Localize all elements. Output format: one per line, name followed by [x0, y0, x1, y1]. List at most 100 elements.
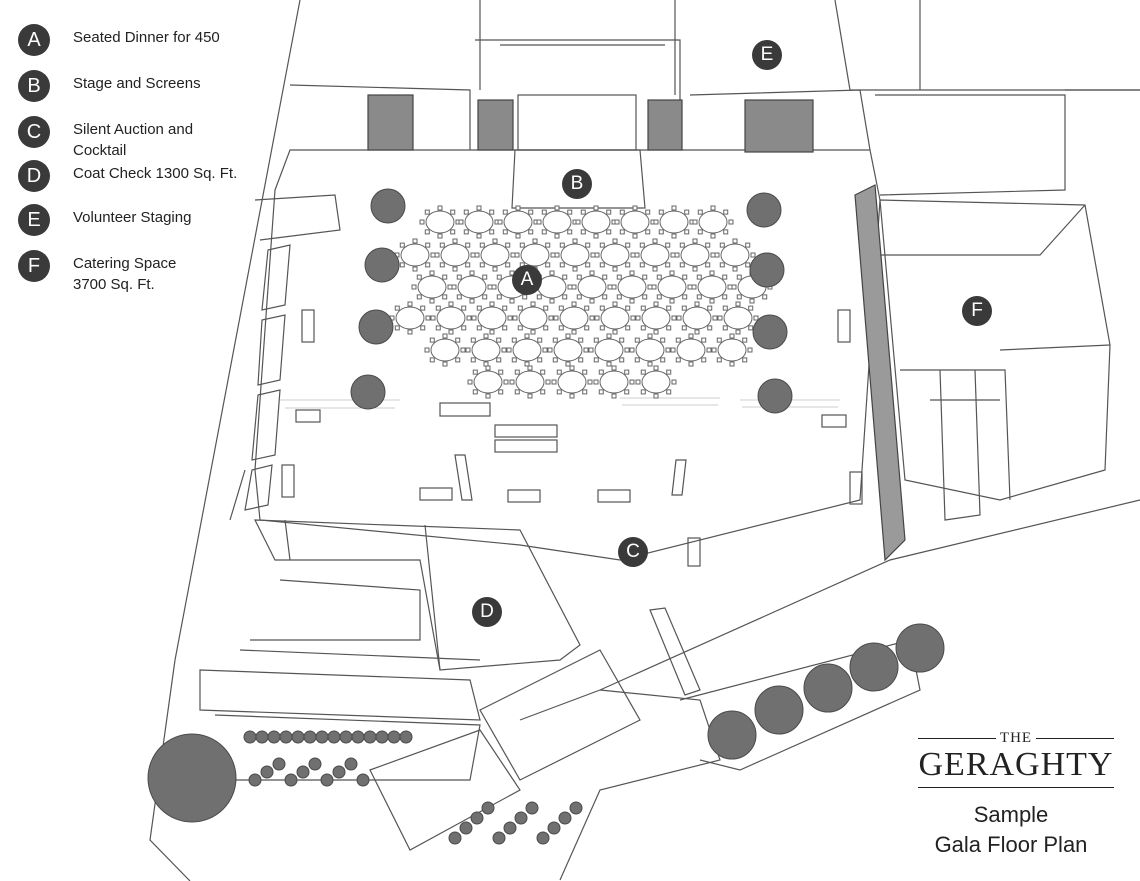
- chair: [588, 347, 594, 353]
- dinner-table: [560, 243, 590, 267]
- hedge-shrub: [291, 730, 305, 744]
- chair: [669, 270, 675, 276]
- chair: [709, 270, 715, 276]
- dinner-table: [599, 370, 629, 394]
- hedge-shrub: [303, 730, 317, 744]
- map-marker-b: B: [562, 169, 592, 199]
- chair: [442, 361, 448, 367]
- chair: [496, 337, 502, 343]
- dinner-tables: [389, 205, 773, 399]
- chair: [599, 305, 605, 311]
- legend-item-f: F Catering Space 3700 Sq. Ft.: [18, 250, 176, 295]
- shrub: [260, 765, 274, 779]
- plan-caption: Sample Gala Floor Plan: [918, 800, 1104, 860]
- chair: [461, 325, 467, 331]
- chair: [559, 262, 565, 268]
- chair: [435, 325, 441, 331]
- chair: [470, 337, 476, 343]
- shrub: [248, 773, 262, 787]
- chair: [485, 393, 491, 399]
- chair: [552, 337, 558, 343]
- chair: [515, 233, 521, 239]
- chair: [587, 379, 593, 385]
- chair: [483, 333, 489, 339]
- chair: [558, 325, 564, 331]
- chair: [675, 337, 681, 343]
- chair: [463, 209, 469, 215]
- tree: [364, 247, 400, 283]
- dinner-table: [617, 275, 647, 299]
- chair: [729, 333, 735, 339]
- chair: [640, 369, 646, 375]
- dinner-table: [436, 306, 466, 330]
- chair: [722, 274, 728, 280]
- chair: [665, 347, 671, 353]
- chair: [585, 242, 591, 248]
- chair: [439, 262, 445, 268]
- chair: [503, 379, 509, 385]
- shrub: [558, 811, 572, 825]
- shrub: [284, 773, 298, 787]
- chair: [562, 294, 568, 300]
- chair: [567, 284, 573, 290]
- chair: [424, 347, 430, 353]
- chair: [612, 329, 618, 335]
- dinner-table: [430, 338, 460, 362]
- chair: [470, 252, 476, 258]
- chair: [505, 242, 511, 248]
- chair: [688, 333, 694, 339]
- chair: [748, 325, 754, 331]
- chair: [719, 262, 725, 268]
- chair: [556, 369, 562, 375]
- chair: [567, 209, 573, 215]
- chair: [692, 266, 698, 272]
- chair: [606, 333, 612, 339]
- hedge-shrub: [351, 730, 365, 744]
- chair: [571, 301, 577, 307]
- chair: [496, 274, 502, 280]
- chair: [635, 315, 641, 321]
- chair: [429, 357, 435, 363]
- chair: [748, 305, 754, 311]
- chair: [747, 347, 753, 353]
- chair: [549, 270, 555, 276]
- chair: [736, 274, 742, 280]
- chair: [589, 270, 595, 276]
- chair: [527, 365, 533, 371]
- chair: [425, 315, 431, 321]
- chair: [625, 325, 631, 331]
- chair: [470, 357, 476, 363]
- chair: [467, 379, 473, 385]
- chair: [498, 389, 504, 395]
- chair: [647, 333, 653, 339]
- chair: [742, 357, 748, 363]
- chair: [469, 298, 475, 304]
- chair: [630, 315, 636, 321]
- dinner-table: [520, 243, 550, 267]
- chair: [607, 284, 613, 290]
- shrub: [320, 773, 334, 787]
- chair: [489, 209, 495, 215]
- shrub: [492, 831, 506, 845]
- chair: [701, 357, 707, 363]
- chair: [745, 262, 751, 268]
- tree: [849, 642, 899, 692]
- tree: [895, 623, 945, 673]
- chair: [675, 357, 681, 363]
- chair: [450, 209, 456, 215]
- chair: [750, 252, 756, 258]
- chair: [472, 389, 478, 395]
- chair: [624, 389, 630, 395]
- chair: [658, 209, 664, 215]
- shrub: [356, 773, 370, 787]
- dinner-table: [542, 210, 572, 234]
- chair: [666, 389, 672, 395]
- chair: [694, 301, 700, 307]
- chair: [514, 369, 520, 375]
- chair: [705, 262, 711, 268]
- chair: [399, 242, 405, 248]
- legend-badge: E: [18, 204, 50, 236]
- chair: [469, 270, 475, 276]
- chair: [629, 347, 635, 353]
- tree: [752, 314, 788, 350]
